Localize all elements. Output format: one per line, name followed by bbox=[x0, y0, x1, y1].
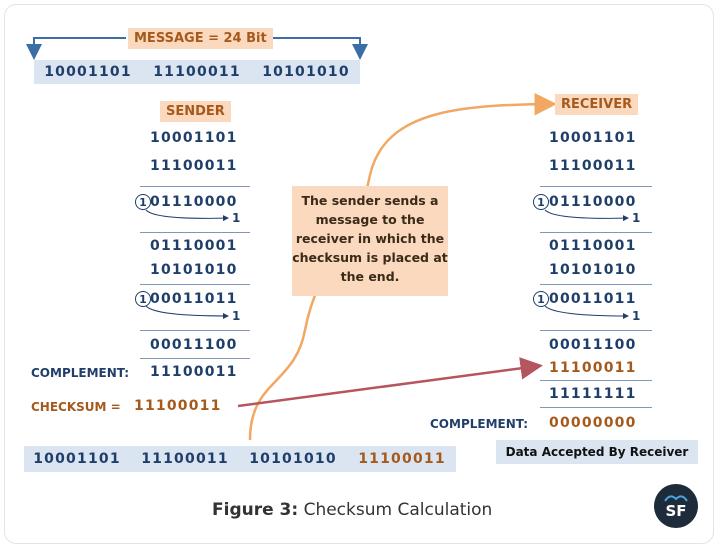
sender-row-7: 00011100 bbox=[150, 337, 238, 353]
transmitted-checksum-block: 11100011 bbox=[358, 451, 446, 467]
sender-carry-arrow-2 bbox=[145, 305, 229, 319]
explanation-note: The sender sends a message to the receiv… bbox=[292, 186, 448, 296]
receiver-row-3: 01110000 bbox=[549, 194, 637, 210]
receiver-carry-arrow-2 bbox=[544, 305, 629, 319]
receiver-carry-circle-1: 1 bbox=[533, 194, 549, 210]
checksum-arrow bbox=[237, 357, 543, 408]
receiver-divider-5 bbox=[540, 380, 652, 381]
receiver-divider-6 bbox=[540, 407, 652, 408]
receiver-divider-4 bbox=[540, 330, 652, 331]
figure-caption: Figure 3: Checksum Calculation bbox=[212, 500, 492, 520]
transmitted-block-1: 10001101 bbox=[33, 451, 121, 467]
sender-complement-label: COMPLEMENT: bbox=[31, 366, 130, 380]
receiver-divider-2 bbox=[540, 232, 652, 233]
sender-carry-circle-2: 1 bbox=[135, 291, 151, 307]
transmitted-block-2: 11100011 bbox=[141, 451, 229, 467]
logo-text: SF bbox=[665, 502, 687, 520]
sender-checksum-label: CHECKSUM = bbox=[31, 400, 121, 414]
receiver-complement-value: 00000000 bbox=[549, 415, 637, 431]
receiver-row-1: 10001101 bbox=[549, 130, 637, 146]
sf-logo-icon: SF bbox=[654, 484, 698, 528]
receiver-carry-circle-2: 1 bbox=[533, 291, 549, 307]
sender-checksum-value: 11100011 bbox=[134, 398, 222, 414]
transmitted-block-3: 10101010 bbox=[249, 451, 337, 467]
book-icon bbox=[664, 495, 688, 502]
sender-title: SENDER bbox=[160, 101, 231, 122]
message-block-1: 10001101 bbox=[44, 64, 132, 80]
sender-carry-value-2: 1 bbox=[232, 309, 241, 323]
receiver-sum-row: 11111111 bbox=[549, 386, 637, 402]
receiver-carry-value-1: 1 bbox=[632, 211, 641, 225]
receiver-checksum-row: 11100011 bbox=[549, 360, 637, 376]
sender-complement-value: 11100011 bbox=[150, 364, 238, 380]
message-bracket-right bbox=[270, 37, 368, 60]
sender-divider-1 bbox=[140, 186, 250, 187]
message-bracket-left bbox=[26, 37, 126, 60]
receiver-title: RECEIVER bbox=[555, 94, 639, 115]
figure-frame bbox=[4, 4, 714, 544]
message-block-2: 11100011 bbox=[153, 64, 241, 80]
receiver-divider-1 bbox=[540, 186, 652, 187]
sender-carry-circle-1: 1 bbox=[135, 194, 151, 210]
receiver-row-6: 00011011 bbox=[549, 291, 637, 307]
receiver-carry-value-2: 1 bbox=[632, 309, 641, 323]
sender-carry-arrow-1 bbox=[145, 209, 229, 222]
sender-divider-4 bbox=[140, 330, 250, 331]
sender-row-4: 01110001 bbox=[150, 238, 238, 254]
message-block-3: 10101010 bbox=[262, 64, 350, 80]
sender-carry-value-1: 1 bbox=[232, 211, 241, 225]
message-label: MESSAGE = 24 Bit bbox=[128, 28, 273, 49]
sender-row-3: 01110000 bbox=[150, 194, 238, 210]
receiver-row-5: 10101010 bbox=[549, 262, 637, 278]
figure-number: Figure 3: bbox=[212, 500, 299, 520]
sender-row-6: 00011011 bbox=[150, 291, 238, 307]
sender-divider-3 bbox=[140, 284, 250, 285]
sender-row-1: 10001101 bbox=[150, 130, 238, 146]
sender-divider-2 bbox=[140, 232, 250, 233]
receiver-carry-arrow-1 bbox=[544, 209, 629, 222]
receiver-divider-3 bbox=[540, 284, 652, 285]
sender-divider-5 bbox=[140, 358, 250, 359]
receiver-result: Data Accepted By Receiver bbox=[496, 440, 698, 464]
receiver-row-4: 01110001 bbox=[549, 238, 637, 254]
sender-row-5: 10101010 bbox=[150, 262, 238, 278]
receiver-complement-label: COMPLEMENT: bbox=[430, 417, 529, 431]
sender-row-2: 11100011 bbox=[150, 158, 238, 174]
receiver-row-2: 11100011 bbox=[549, 158, 637, 174]
figure-title: Checksum Calculation bbox=[303, 500, 493, 520]
receiver-row-7: 00011100 bbox=[549, 337, 637, 353]
transmitted-bits-bar: 10001101 11100011 10101010 11100011 bbox=[24, 446, 456, 472]
message-bits-bar: 10001101 11100011 10101010 bbox=[34, 60, 360, 84]
